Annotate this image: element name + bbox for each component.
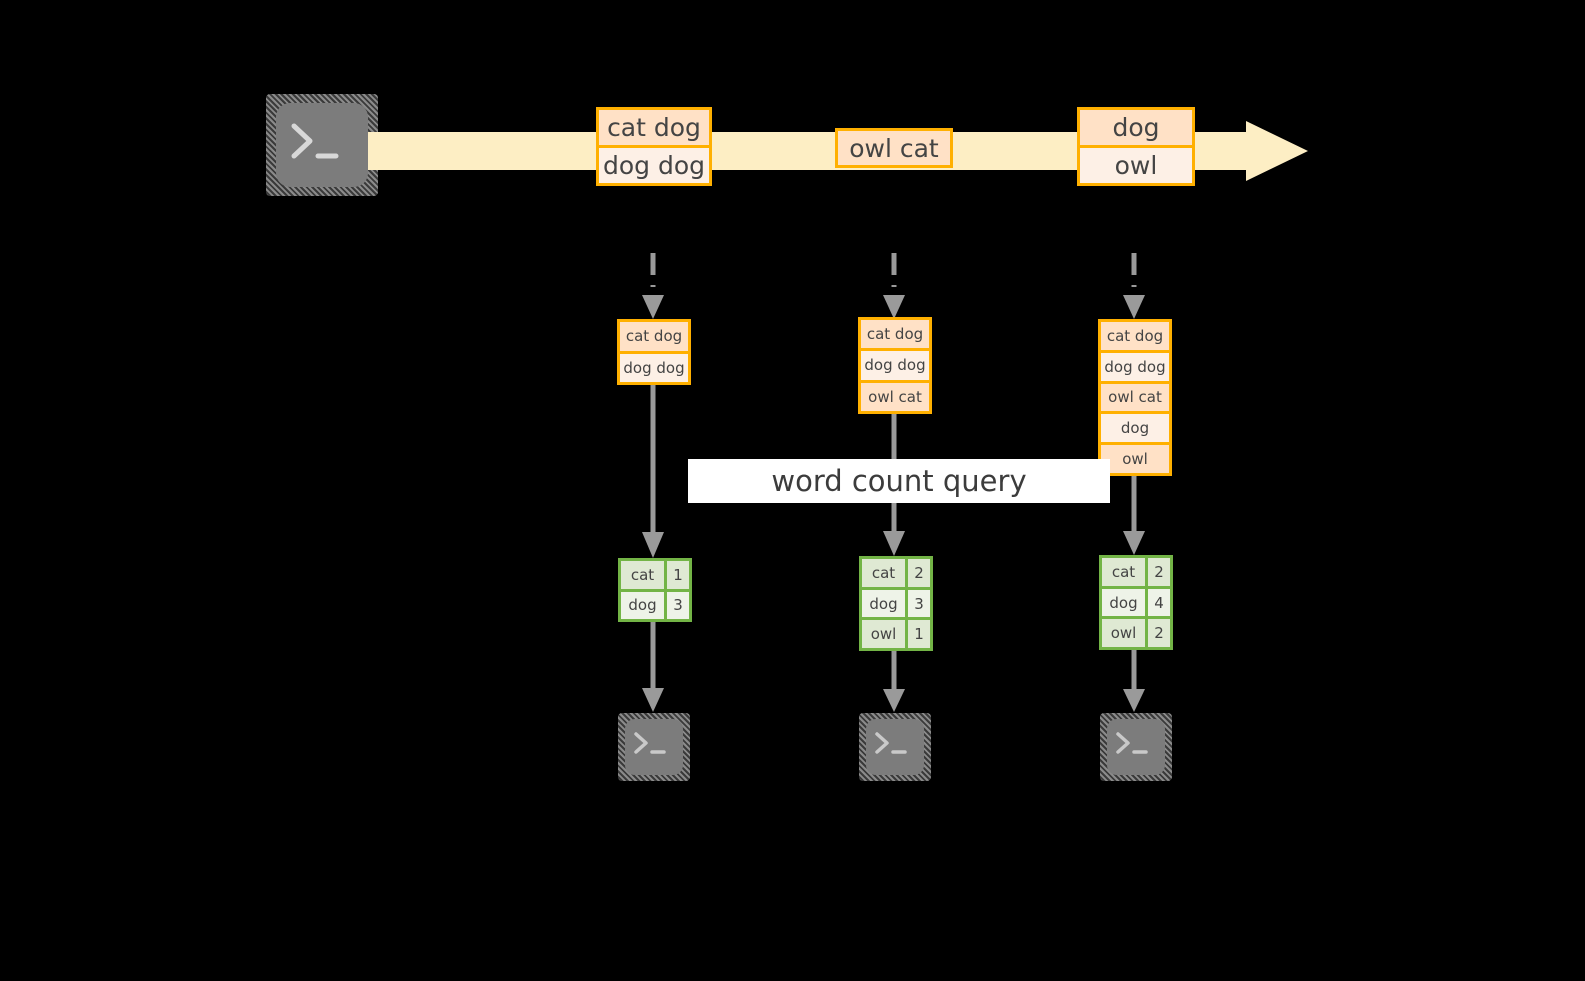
terminal-body bbox=[866, 719, 924, 775]
result-count: 2 bbox=[905, 559, 930, 587]
result-word: dog bbox=[869, 594, 898, 613]
stream-state-row: dog dog bbox=[1101, 349, 1169, 381]
stream-state-row: dog dog bbox=[620, 350, 688, 382]
stream-state-row: owl cat bbox=[861, 379, 929, 411]
snapshot-2-input-dashed-arrow-icon bbox=[879, 253, 909, 321]
table-row: owl 1 bbox=[862, 617, 930, 649]
result-count: 2 bbox=[1145, 558, 1170, 586]
result-word: cat bbox=[871, 563, 896, 582]
stream-event-box-1: cat dog dog dog bbox=[596, 107, 712, 186]
snapshot-1-input-dashed-arrow-icon bbox=[638, 253, 668, 321]
stream-event-line: cat dog bbox=[599, 110, 709, 145]
terminal-prompt-icon bbox=[266, 94, 378, 196]
terminal-prompt-icon bbox=[1100, 713, 1172, 781]
snapshot-3-query-arrow-icon bbox=[1119, 476, 1149, 557]
result-word: dog bbox=[628, 596, 657, 615]
result-count: 1 bbox=[664, 561, 689, 589]
stream-state-row: cat dog bbox=[1101, 322, 1169, 350]
result-word: dog bbox=[1109, 593, 1138, 612]
result-count: 2 bbox=[1145, 619, 1170, 648]
terminal-prompt-icon bbox=[618, 713, 690, 781]
word-count-query-text: word count query bbox=[771, 464, 1027, 498]
stream-state-row: dog dog bbox=[861, 348, 929, 380]
snapshot-3-output-arrow-icon bbox=[1119, 650, 1149, 714]
snapshot-2-result-table: cat 2 dog 3 owl 1 bbox=[859, 556, 933, 651]
stream-state-row: dog bbox=[1101, 411, 1169, 443]
result-word: owl bbox=[870, 625, 897, 644]
snapshot-3-sink-terminal-icon bbox=[1100, 713, 1172, 781]
snapshot-1-query-arrow-icon bbox=[638, 385, 668, 560]
table-row: dog 4 bbox=[1102, 585, 1170, 617]
result-count: 3 bbox=[664, 591, 689, 619]
terminal-body bbox=[276, 103, 368, 187]
stream-state-row: owl bbox=[1101, 442, 1169, 473]
word-count-query-label: word count query bbox=[688, 459, 1110, 503]
stream-event-line: dog dog bbox=[599, 145, 709, 183]
snapshot-3-result-table: cat 2 dog 4 owl 2 bbox=[1099, 555, 1173, 650]
stream-state-row: cat dog bbox=[620, 322, 688, 351]
stream-event-line: owl cat bbox=[838, 131, 950, 165]
snapshot-2-output-arrow-icon bbox=[879, 651, 909, 714]
table-row: cat 2 bbox=[1102, 558, 1170, 586]
result-word: cat bbox=[1111, 562, 1136, 581]
result-count: 3 bbox=[905, 589, 930, 618]
result-word: cat bbox=[630, 565, 655, 584]
snapshot-1-output-arrow-icon bbox=[638, 622, 668, 714]
table-row: cat 2 bbox=[862, 559, 930, 587]
snapshot-1-sink-terminal-icon bbox=[618, 713, 690, 781]
terminal-prompt-icon bbox=[859, 713, 931, 781]
stream-event-box-2: owl cat bbox=[835, 128, 953, 168]
source-terminal-icon bbox=[266, 94, 378, 196]
stream-state-row: cat dog bbox=[861, 320, 929, 349]
stream-state-row: owl cat bbox=[1101, 380, 1169, 412]
terminal-body bbox=[1107, 719, 1165, 775]
result-count: 1 bbox=[905, 620, 930, 649]
result-word: owl bbox=[1110, 624, 1137, 643]
table-row: cat 1 bbox=[621, 561, 689, 589]
terminal-body bbox=[625, 719, 683, 775]
snapshot-1-result-table: cat 1 dog 3 bbox=[618, 558, 692, 622]
table-row: dog 3 bbox=[621, 588, 689, 619]
table-row: dog 3 bbox=[862, 586, 930, 618]
stream-event-line: dog bbox=[1080, 110, 1192, 145]
snapshot-3-input-dashed-arrow-icon bbox=[1119, 253, 1149, 321]
stream-event-line: owl bbox=[1080, 145, 1192, 183]
result-count: 4 bbox=[1145, 588, 1170, 617]
snapshot-1-stream-state-box: cat dog dog dog bbox=[617, 319, 691, 385]
table-row: owl 2 bbox=[1102, 616, 1170, 648]
snapshot-2-sink-terminal-icon bbox=[859, 713, 931, 781]
snapshot-3-stream-state-box: cat dog dog dog owl cat dog owl bbox=[1098, 319, 1172, 476]
snapshot-2-stream-state-box: cat dog dog dog owl cat bbox=[858, 317, 932, 414]
stream-event-box-3: dog owl bbox=[1077, 107, 1195, 186]
